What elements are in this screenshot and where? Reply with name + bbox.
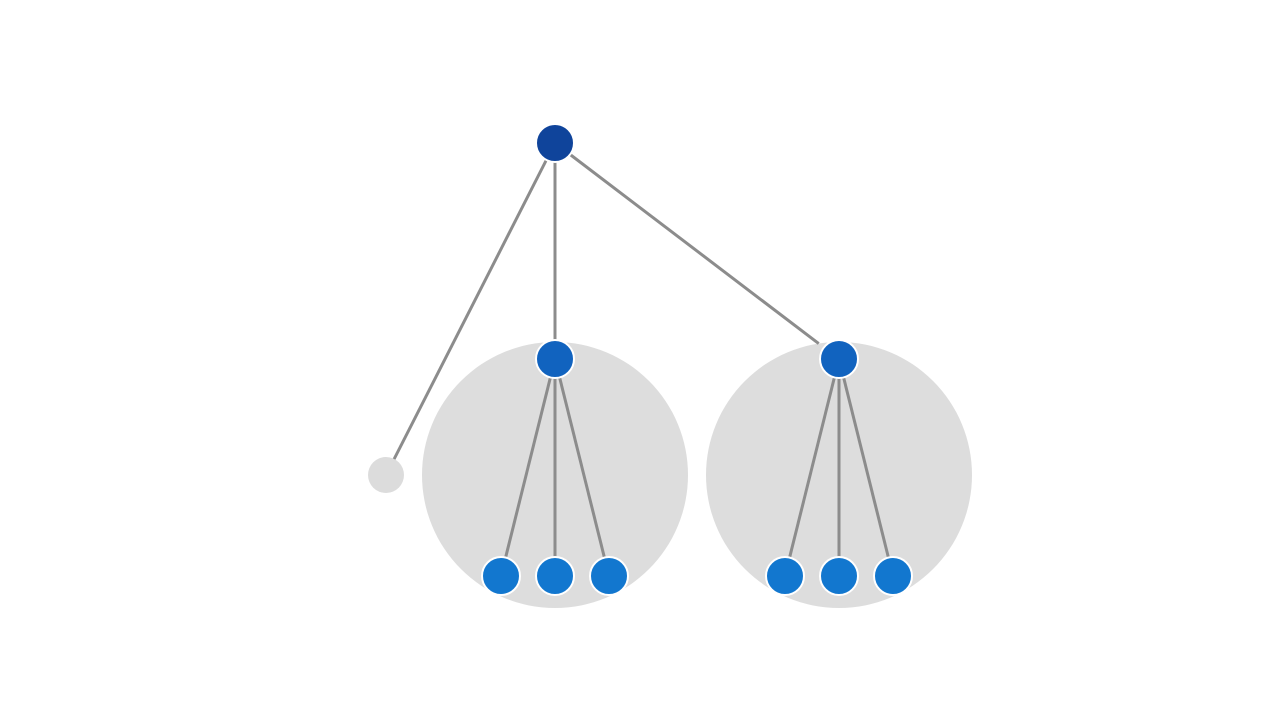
node-group-a-leaf-1 <box>481 556 521 596</box>
edge-group-a-root-to-group-a-leaf-1 <box>499 358 557 577</box>
node-group-b-leaf-3 <box>873 556 913 596</box>
edge-group-b-root-to-group-b-leaf-1 <box>783 358 841 577</box>
node-group-a-leaf-3 <box>589 556 629 596</box>
node-inactive-leaf <box>368 457 404 493</box>
edge-root-to-inactive-leaf <box>384 142 557 476</box>
edge-root-to-group-b-root <box>554 141 820 345</box>
node-group-a-leaf-2 <box>535 556 575 596</box>
node-group-b-root <box>819 339 859 379</box>
edge-group-a-root-to-group-a-leaf-3 <box>553 358 611 577</box>
node-group-a-root <box>535 339 575 379</box>
node-root <box>535 123 575 163</box>
node-group-b-leaf-2 <box>819 556 859 596</box>
edges-layer <box>384 141 895 577</box>
nodes-layer <box>368 123 913 596</box>
edge-group-b-root-to-group-b-leaf-3 <box>837 358 895 577</box>
node-group-b-leaf-1 <box>765 556 805 596</box>
